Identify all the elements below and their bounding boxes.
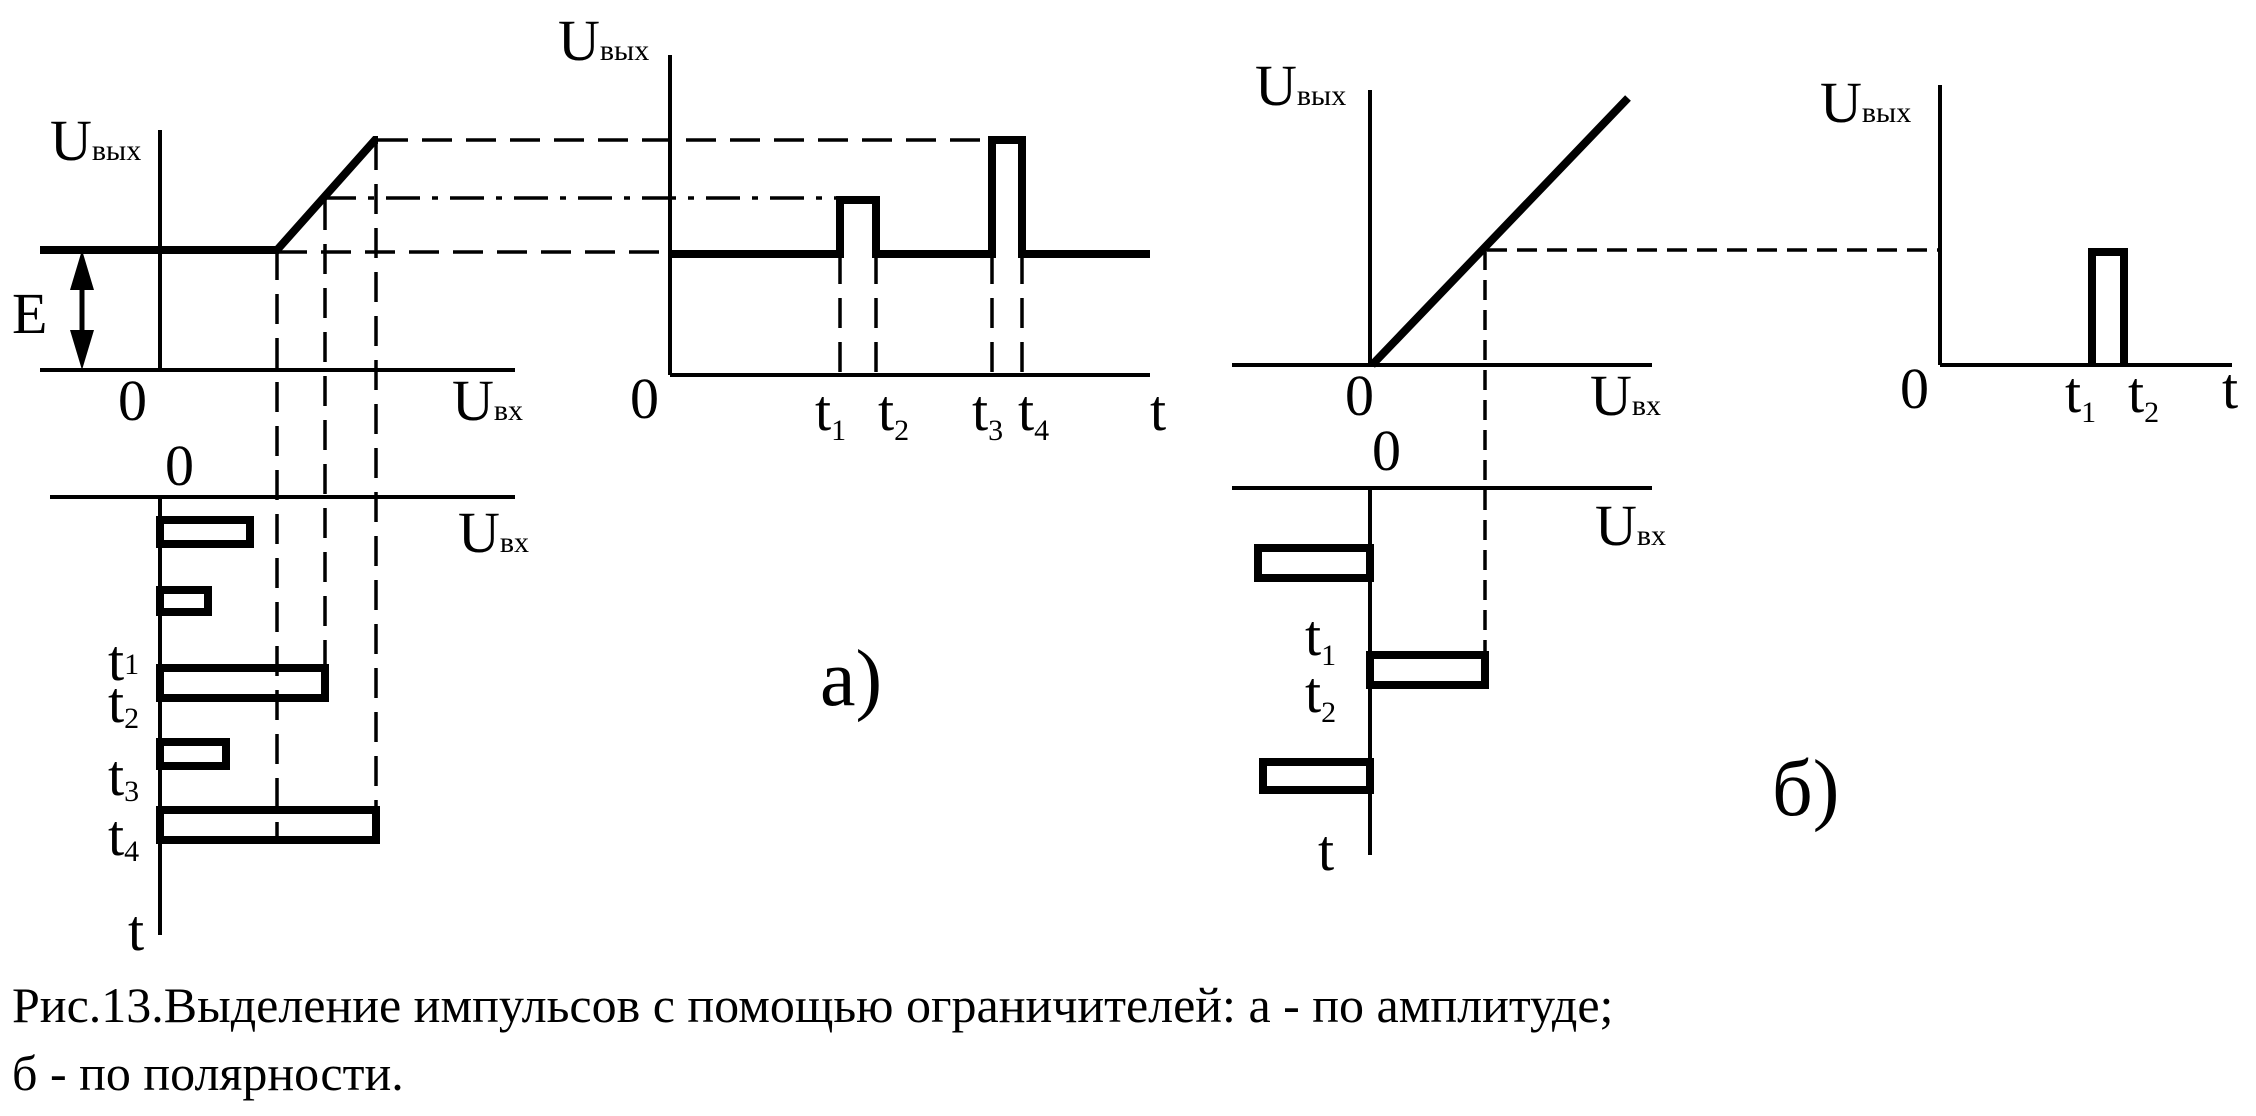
b-input-pulse-t1-t2	[1366, 651, 1489, 689]
a-transfer-y-label: Uвых	[50, 108, 141, 173]
b-input-t1-label: t1	[1305, 603, 1336, 672]
a-output-t3-label: t3	[972, 378, 1003, 447]
a-input-t-label: t	[128, 898, 144, 963]
input-pulse-1	[156, 516, 254, 548]
b-transfer-y-label: Uвых	[1255, 53, 1346, 118]
b-input-pulse-neg-1	[1254, 544, 1374, 582]
b-output-waveform	[2088, 248, 2128, 365]
a-output-t4-label: t4	[1018, 378, 1049, 447]
b-transfer-curve	[1369, 95, 1631, 368]
e-label: E	[12, 281, 47, 346]
a-output-origin: 0	[630, 366, 659, 431]
a-output-t2-label: t2	[878, 378, 909, 447]
b-input-t-label: t	[1318, 818, 1334, 883]
b-output-t-label: t	[2222, 356, 2238, 421]
b-output-t1-label: t1	[2065, 360, 2096, 429]
a-output-y-label: Uвых	[558, 8, 649, 73]
panel-a-label: а)	[820, 635, 882, 723]
panel-b-input-pulses: 0 Uвх t1 t2 t	[1232, 418, 1666, 883]
panel-b-projection-lines	[1483, 248, 1940, 655]
panel-b-transfer-characteristic: Uвых 0 Uвх	[1232, 53, 1661, 428]
a-input-t1-label: t1	[108, 628, 139, 693]
caption-line-1: Рис.13.Выделение импульсов с помощью огр…	[12, 977, 1613, 1033]
e-arrow-head-up	[70, 250, 94, 290]
a-input-t3-label: t3	[108, 743, 139, 808]
input-pulse-t1-t2	[156, 664, 329, 702]
panel-a-projection-lines	[275, 138, 985, 838]
panel-b-output: Uвых 0 t1 t2 t	[1820, 70, 2238, 429]
a-transfer-origin: 0	[118, 368, 147, 433]
b-transfer-x-label: Uвх	[1590, 363, 1661, 428]
b-transfer-origin: 0	[1345, 363, 1374, 428]
input-pulse-2	[156, 586, 212, 616]
input-pulse-t3-t4	[156, 806, 380, 844]
panel-a-transfer-characteristic: Uвых E 0 Uвх	[12, 108, 523, 433]
panel-b-label: б)	[1772, 745, 1839, 833]
a-input-t4-label: t4	[108, 803, 139, 868]
input-pulse-4	[156, 738, 230, 770]
panel-a-input-pulses: 0 Uвх t1 t2 t3 t4 t	[50, 433, 529, 963]
a-output-t1-label: t1	[815, 378, 846, 447]
b-output-origin: 0	[1900, 356, 1929, 421]
a-output-t-label: t	[1150, 378, 1166, 443]
a-transfer-x-label: Uвх	[452, 368, 523, 433]
b-input-t2-label: t2	[1305, 660, 1336, 729]
caption-line-2: б - по полярности.	[12, 1045, 404, 1101]
b-output-y-label: Uвых	[1820, 70, 1911, 135]
a-input-t2-label: t2	[108, 670, 139, 735]
panel-a-output: Uвых 0 t1 t2 t3 t4 t	[558, 8, 1166, 447]
b-input-x-label: Uвх	[1595, 493, 1666, 558]
b-input-origin: 0	[1372, 418, 1401, 483]
e-arrow-head-down	[70, 330, 94, 370]
a-output-waveform	[670, 136, 1150, 258]
a-input-x-label: Uвх	[458, 500, 529, 565]
b-output-t2-label: t2	[2128, 360, 2159, 429]
a-input-origin: 0	[165, 433, 194, 498]
b-input-pulse-neg-2	[1259, 758, 1374, 794]
